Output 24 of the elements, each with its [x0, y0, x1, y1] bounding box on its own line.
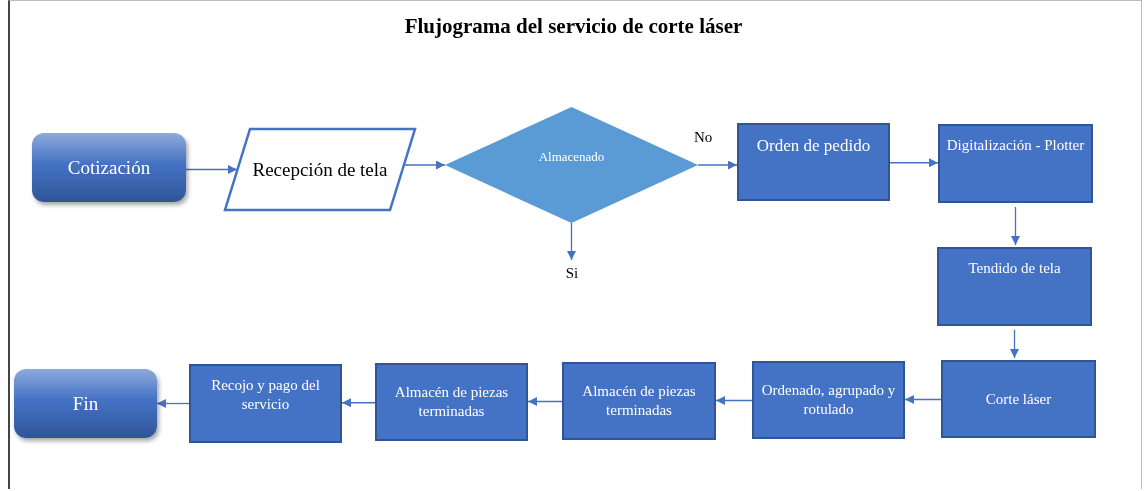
process-box: Ordenado, agrupado y rotulado	[752, 361, 905, 439]
terminal-box: Cotización	[32, 133, 186, 202]
process-box: Recojo y pago del servicio	[189, 364, 342, 443]
diagram-title: Flujograma del servicio de corte láser	[403, 14, 744, 39]
arrow	[567, 222, 576, 261]
process-box: Corte láser	[941, 360, 1096, 438]
branch-label: Si	[558, 262, 586, 284]
arrow	[1011, 206, 1020, 246]
process-box: Orden de pedido	[737, 123, 890, 201]
process-box: Almacén de piezas terminadas	[375, 363, 528, 441]
arrow	[156, 399, 190, 408]
arrow	[715, 396, 753, 405]
arrow	[889, 158, 939, 168]
arrow	[904, 395, 942, 404]
process-box: Digitalización - Plotter	[938, 124, 1093, 203]
input-parallelogram: Recepción de tela	[224, 128, 416, 211]
arrow	[1010, 329, 1019, 359]
terminal-box: Fin	[14, 369, 157, 438]
arrow	[341, 398, 376, 408]
arrow	[185, 165, 238, 174]
arrow	[527, 397, 563, 406]
process-box: Almacén de piezas terminadas	[562, 362, 716, 440]
process-box: Tendido de tela	[937, 247, 1092, 326]
arrow	[697, 160, 738, 170]
